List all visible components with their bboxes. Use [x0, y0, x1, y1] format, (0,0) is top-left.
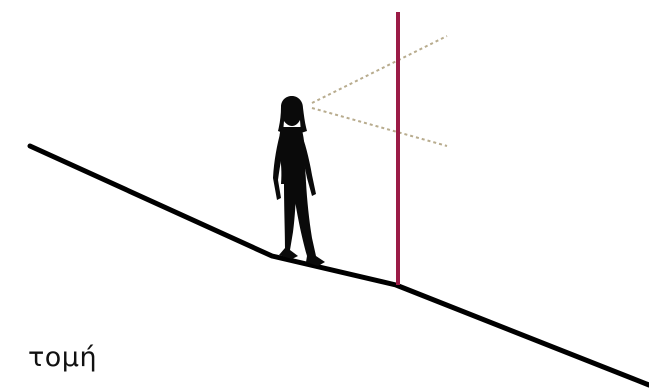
person-silhouette-icon: [273, 96, 325, 266]
sightline-lower: [312, 108, 447, 146]
ground-line: [30, 146, 649, 385]
sightline-upper: [312, 36, 447, 103]
section-caption: τομή: [28, 344, 97, 371]
